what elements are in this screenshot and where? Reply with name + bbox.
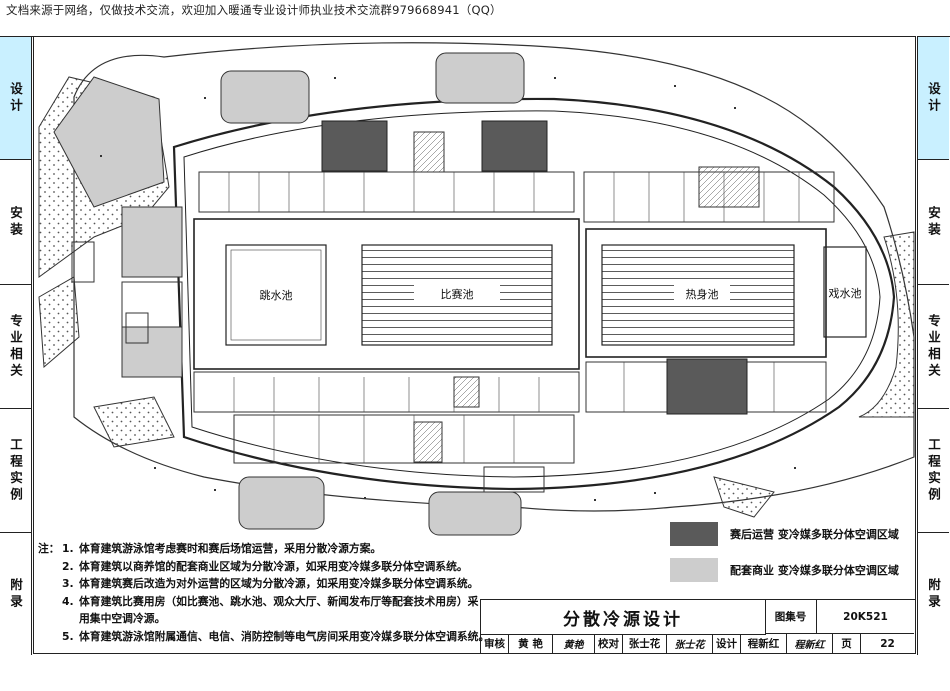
floor-plan: 跳水池 比赛池 热身池 戏水池 <box>38 42 915 536</box>
atlas-number: 20K521 <box>817 600 914 634</box>
checker-signature: 张士花 <box>667 634 713 653</box>
tab-install-right[interactable]: 安装 <box>917 160 949 285</box>
tab-appendix-left[interactable]: 附录 <box>0 533 32 655</box>
atlas-label: 图集号 <box>765 600 817 634</box>
note-number: 2. <box>62 559 74 573</box>
legend-swatch-dark <box>670 522 718 546</box>
tab-cases-right[interactable]: 工程实例 <box>917 409 949 533</box>
note-text: 体育建筑以商养馆的配套商业区域为分散冷源，如采用变冷媒多联分体空调系统。 <box>79 559 468 573</box>
legend-swatch-light <box>670 558 718 582</box>
tab-install-left[interactable]: 安装 <box>0 160 32 285</box>
note-number: 5. <box>62 629 74 643</box>
note-text: 体育建筑比赛用房（如比赛池、跳水池、观众大厅、新闻发布厅等配套技术用房）采 <box>79 594 479 608</box>
design-label: 设计 <box>713 634 741 653</box>
note-number: 1. <box>62 542 74 555</box>
note-text: 体育建筑赛后改造为对外运营的区域为分散冷源，如采用变冷媒多联分体空调系统。 <box>79 577 479 591</box>
right-tab-strip: 设计 安装 专业相关 工程实例 附录 <box>917 36 950 655</box>
tab-cases-left[interactable]: 工程实例 <box>0 409 32 533</box>
page-label: 页 <box>833 634 861 653</box>
review-label: 审核 <box>481 634 509 653</box>
drawing-title: 分散冷源设计 <box>481 600 766 635</box>
drawing-frame <box>33 36 916 654</box>
check-label: 校对 <box>595 634 623 653</box>
title-block: 分散冷源设计 图集号 20K521 审核 黄 艳 黄艳 校对 张士花 张士花 设… <box>480 599 916 654</box>
note-text: 体育建筑游泳馆附属通信、电信、消防控制等电气房间采用变冷媒多联分体空调系统。 <box>79 629 490 643</box>
legend-text-post-event: 赛后运营 变冷媒多联分体空调区域 <box>730 528 899 541</box>
note-text: 用集中空调冷源。 <box>79 612 166 626</box>
page-number: 22 <box>880 637 895 650</box>
legend-item-commercial: 配套商业 变冷媒多联分体空调区域 <box>670 558 899 582</box>
designer-name: 程新红 <box>741 634 787 653</box>
note-text: 体育建筑游泳馆考虑赛时和赛后场馆运营，采用分散冷源方案。 <box>79 542 382 555</box>
tab-design-right[interactable]: 设计 <box>917 37 949 160</box>
reviewer-name: 黄 艳 <box>509 634 553 653</box>
tab-appendix-right[interactable]: 附录 <box>917 533 949 655</box>
legend: 赛后运营 变冷媒多联分体空调区域 配套商业 变冷媒多联分体空调区域 <box>670 522 899 594</box>
tab-professional-right[interactable]: 专业相关 <box>917 285 949 409</box>
note-number: 3. <box>62 577 74 591</box>
pool-label-warmup: 热身池 <box>686 287 719 301</box>
pool-label-competition: 比赛池 <box>441 287 474 301</box>
note-number: 4. <box>62 594 74 608</box>
tab-design-left[interactable]: 设计 <box>0 37 32 160</box>
checker-name: 张士花 <box>623 634 667 653</box>
header-note: 文档来源于网络，仅做技术交流，欢迎加入暖通专业设计师执业技术交流群9796689… <box>6 3 502 17</box>
notes-block: 注： 1. 体育建筑游泳馆考虑赛时和赛后场馆运营，采用分散冷源方案。 2. 体育… <box>38 540 489 646</box>
tab-professional-left[interactable]: 专业相关 <box>0 285 32 409</box>
reviewer-signature: 黄艳 <box>553 634 595 653</box>
left-tab-strip: 设计 安装 专业相关 工程实例 附录 <box>0 36 33 655</box>
legend-text-commercial: 配套商业 变冷媒多联分体空调区域 <box>730 564 899 577</box>
pool-label-play: 戏水池 <box>829 287 862 300</box>
designer-signature: 程新红 <box>787 634 833 653</box>
legend-item-post-event: 赛后运营 变冷媒多联分体空调区域 <box>670 522 899 546</box>
notes-label: 注： <box>38 542 60 555</box>
pool-label-diving: 跳水池 <box>260 288 293 302</box>
